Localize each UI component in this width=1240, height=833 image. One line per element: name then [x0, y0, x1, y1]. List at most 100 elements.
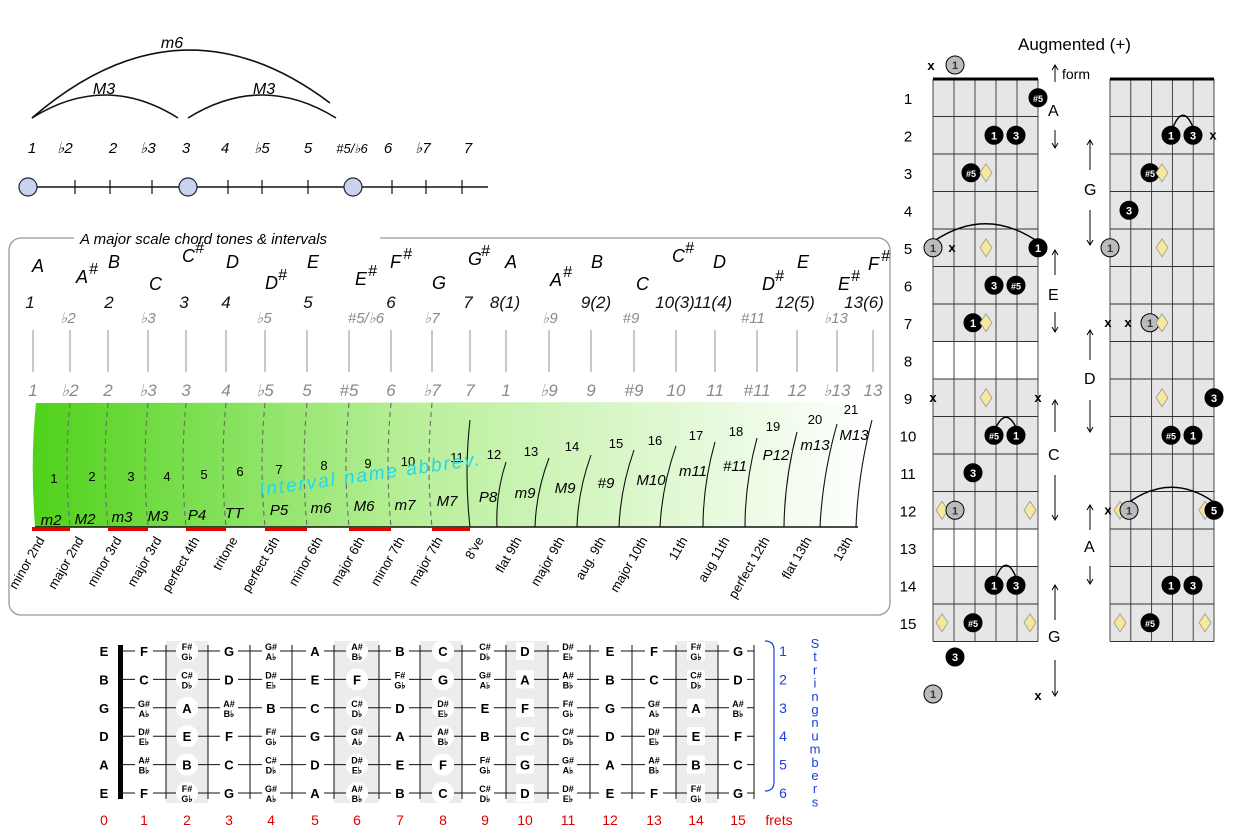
scale-diamond — [935, 613, 949, 633]
dot-label: 1 — [1190, 430, 1196, 442]
note-knockout — [559, 642, 577, 660]
note-knockout — [645, 670, 663, 689]
note-knockout — [306, 755, 324, 774]
note-name: D — [762, 274, 775, 294]
fan-line — [855, 419, 873, 528]
interval-abbrev: m3 — [112, 509, 133, 526]
fret-note: A — [182, 701, 192, 716]
interval-fan-fill — [32, 402, 870, 527]
fret-note-flat: G♭ — [479, 766, 490, 776]
arc-m3-1 — [31, 94, 179, 119]
interval-tick-label: ♭2 — [61, 381, 79, 400]
fret-note: G — [438, 672, 448, 687]
note-bg — [599, 725, 621, 748]
fret-note-sharp: C# — [181, 670, 193, 680]
chord-tone-dot — [945, 647, 965, 667]
fret-note: C — [438, 786, 448, 801]
note-knockout — [306, 670, 324, 689]
fret-label: 4 — [904, 203, 912, 220]
fret-note-flat: D♭ — [480, 794, 491, 804]
arc-label: M3 — [253, 81, 275, 98]
note-knockout — [135, 642, 153, 660]
fan-line — [534, 457, 550, 528]
interval-abbrev: m2 — [41, 512, 62, 529]
fret-note: D — [605, 729, 614, 744]
fret-number: 4 — [267, 812, 275, 828]
interval-abbrev: TT — [225, 505, 245, 522]
fret-note: F — [521, 701, 529, 716]
note-knockout — [516, 698, 534, 717]
note-knockout — [476, 727, 494, 746]
note-knockout — [476, 642, 494, 660]
fret-note: B — [691, 758, 700, 773]
note-knockout — [687, 784, 705, 802]
sharp-sign: # — [278, 267, 288, 284]
note-knockout — [262, 755, 280, 774]
interval-tick-label: 10 — [667, 381, 686, 400]
nut — [118, 645, 123, 799]
note-knockout — [729, 670, 747, 689]
note-bg — [346, 668, 368, 691]
interval-tick-label: #11 — [743, 381, 770, 400]
fret-note-flat: D♭ — [182, 680, 193, 690]
note-bg — [176, 753, 198, 776]
arc-m3-2 — [187, 94, 337, 119]
fret-note-sharp: D# — [437, 699, 449, 709]
fret-note-flat: B♭ — [563, 680, 574, 690]
dot-label: 3 — [970, 468, 976, 480]
fret-label: 3 — [904, 166, 912, 183]
note-knockout — [262, 698, 280, 717]
fret-note: F — [734, 729, 742, 744]
fret-note-sharp: F# — [182, 784, 193, 794]
fan-line — [345, 402, 350, 528]
semitone-count: 19 — [766, 419, 780, 434]
note-bg — [599, 668, 621, 691]
fret-note: D — [520, 786, 529, 801]
mute-mark: x — [1124, 315, 1132, 330]
arc-m6 — [31, 49, 331, 119]
fret-shade — [506, 641, 548, 803]
fan-line — [618, 449, 635, 528]
root-gray-dot — [945, 500, 965, 520]
fret-label: 1 — [904, 91, 912, 108]
scale-diamond — [1113, 613, 1127, 633]
fret-label: 15 — [900, 616, 917, 633]
scale-diamond — [1155, 388, 1169, 408]
arrow-head — [1086, 239, 1094, 246]
arrow-head — [1086, 578, 1094, 585]
chart-title: A major scale chord tones & intervals — [79, 231, 328, 248]
note-bg — [346, 696, 368, 719]
chord-tone-dot — [1140, 613, 1160, 633]
fret-note-flat: G♭ — [181, 794, 192, 804]
chord-tone-dot — [1183, 575, 1203, 595]
note-name: G — [468, 249, 482, 269]
degree-label: 7 — [463, 293, 473, 312]
interval-tick-label: #9 — [625, 381, 644, 400]
interval-tick-label: 1 — [28, 381, 37, 400]
fret-label: 6 — [904, 278, 912, 295]
note-name: A — [31, 256, 44, 276]
fan-line — [222, 402, 227, 528]
note-bg — [599, 753, 621, 776]
note-bg — [432, 668, 454, 691]
semitone-count: 4 — [163, 469, 170, 484]
fret-note-flat: D♭ — [691, 680, 702, 690]
note-knockout — [516, 642, 534, 660]
fret-label: 12 — [900, 503, 917, 520]
note-knockout — [687, 727, 705, 746]
semitone-count: 3 — [127, 469, 134, 484]
note-name: D — [265, 273, 278, 293]
note-knockout — [220, 670, 238, 689]
fret-note-sharp: C# — [265, 756, 277, 766]
scale-degree: ♭2 — [57, 140, 73, 157]
note-knockout — [687, 642, 705, 660]
scale-diamond — [1023, 500, 1037, 520]
dot-label: 3 — [1190, 580, 1196, 592]
fret-label: 13 — [900, 541, 917, 558]
fret-note: G — [224, 786, 234, 801]
dot-label: 3 — [1013, 580, 1019, 592]
dot-label: 1 — [1168, 580, 1174, 592]
string-number: 6 — [779, 785, 787, 801]
fret-note: B — [182, 758, 191, 773]
scale-degree: 6 — [384, 140, 393, 157]
